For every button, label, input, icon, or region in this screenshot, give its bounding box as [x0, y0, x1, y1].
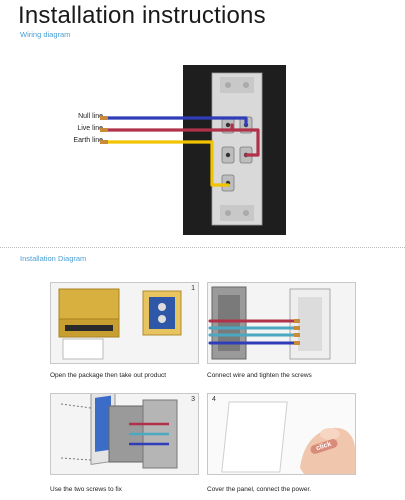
wiring-diagram: Null line Live line Earth line	[0, 55, 405, 245]
wiring-diagram-subtitle: Wiring diagram	[20, 30, 71, 39]
step-4-illustration	[221, 401, 355, 474]
wiring-illustration	[100, 65, 286, 235]
socket-bottom-tab	[220, 205, 254, 221]
socket-top-tab	[220, 77, 254, 93]
step-3-illustration	[60, 394, 178, 469]
step-number: 4	[212, 396, 216, 403]
live-line-label: Live line	[77, 125, 103, 132]
step-4-caption: Cover the panel, connect the power.	[207, 486, 312, 493]
step-3-panel: 3	[50, 393, 199, 475]
mount-hole-icon	[243, 210, 249, 216]
step-2-caption: Connect wire and tighten the screws	[207, 372, 312, 379]
null-wire	[106, 116, 248, 127]
step-2-panel	[207, 282, 356, 364]
step-2-illustration	[208, 286, 331, 360]
mount-hole-icon	[225, 210, 231, 216]
step-1-caption: Open the package then take out product	[50, 372, 167, 379]
step-1-illustration	[58, 288, 182, 360]
earth-wire	[106, 140, 230, 187]
socket-body	[211, 72, 263, 226]
section-divider	[0, 247, 405, 248]
null-line-label: Null line	[78, 113, 103, 120]
live-wire	[106, 123, 260, 157]
step-1-panel: 1	[50, 282, 199, 364]
page-title: Installation instructions	[18, 2, 266, 29]
step-number: 3	[191, 396, 195, 403]
step-number: 1	[191, 285, 195, 292]
earth-line-label: Earth line	[73, 137, 103, 144]
step-4-panel: 4 click	[207, 393, 356, 475]
step-3-caption: Use the two screws to fix	[50, 486, 122, 493]
mount-hole-icon	[225, 82, 231, 88]
installation-diagram-subtitle: Installation Diagram	[20, 254, 87, 263]
mount-hole-icon	[243, 82, 249, 88]
